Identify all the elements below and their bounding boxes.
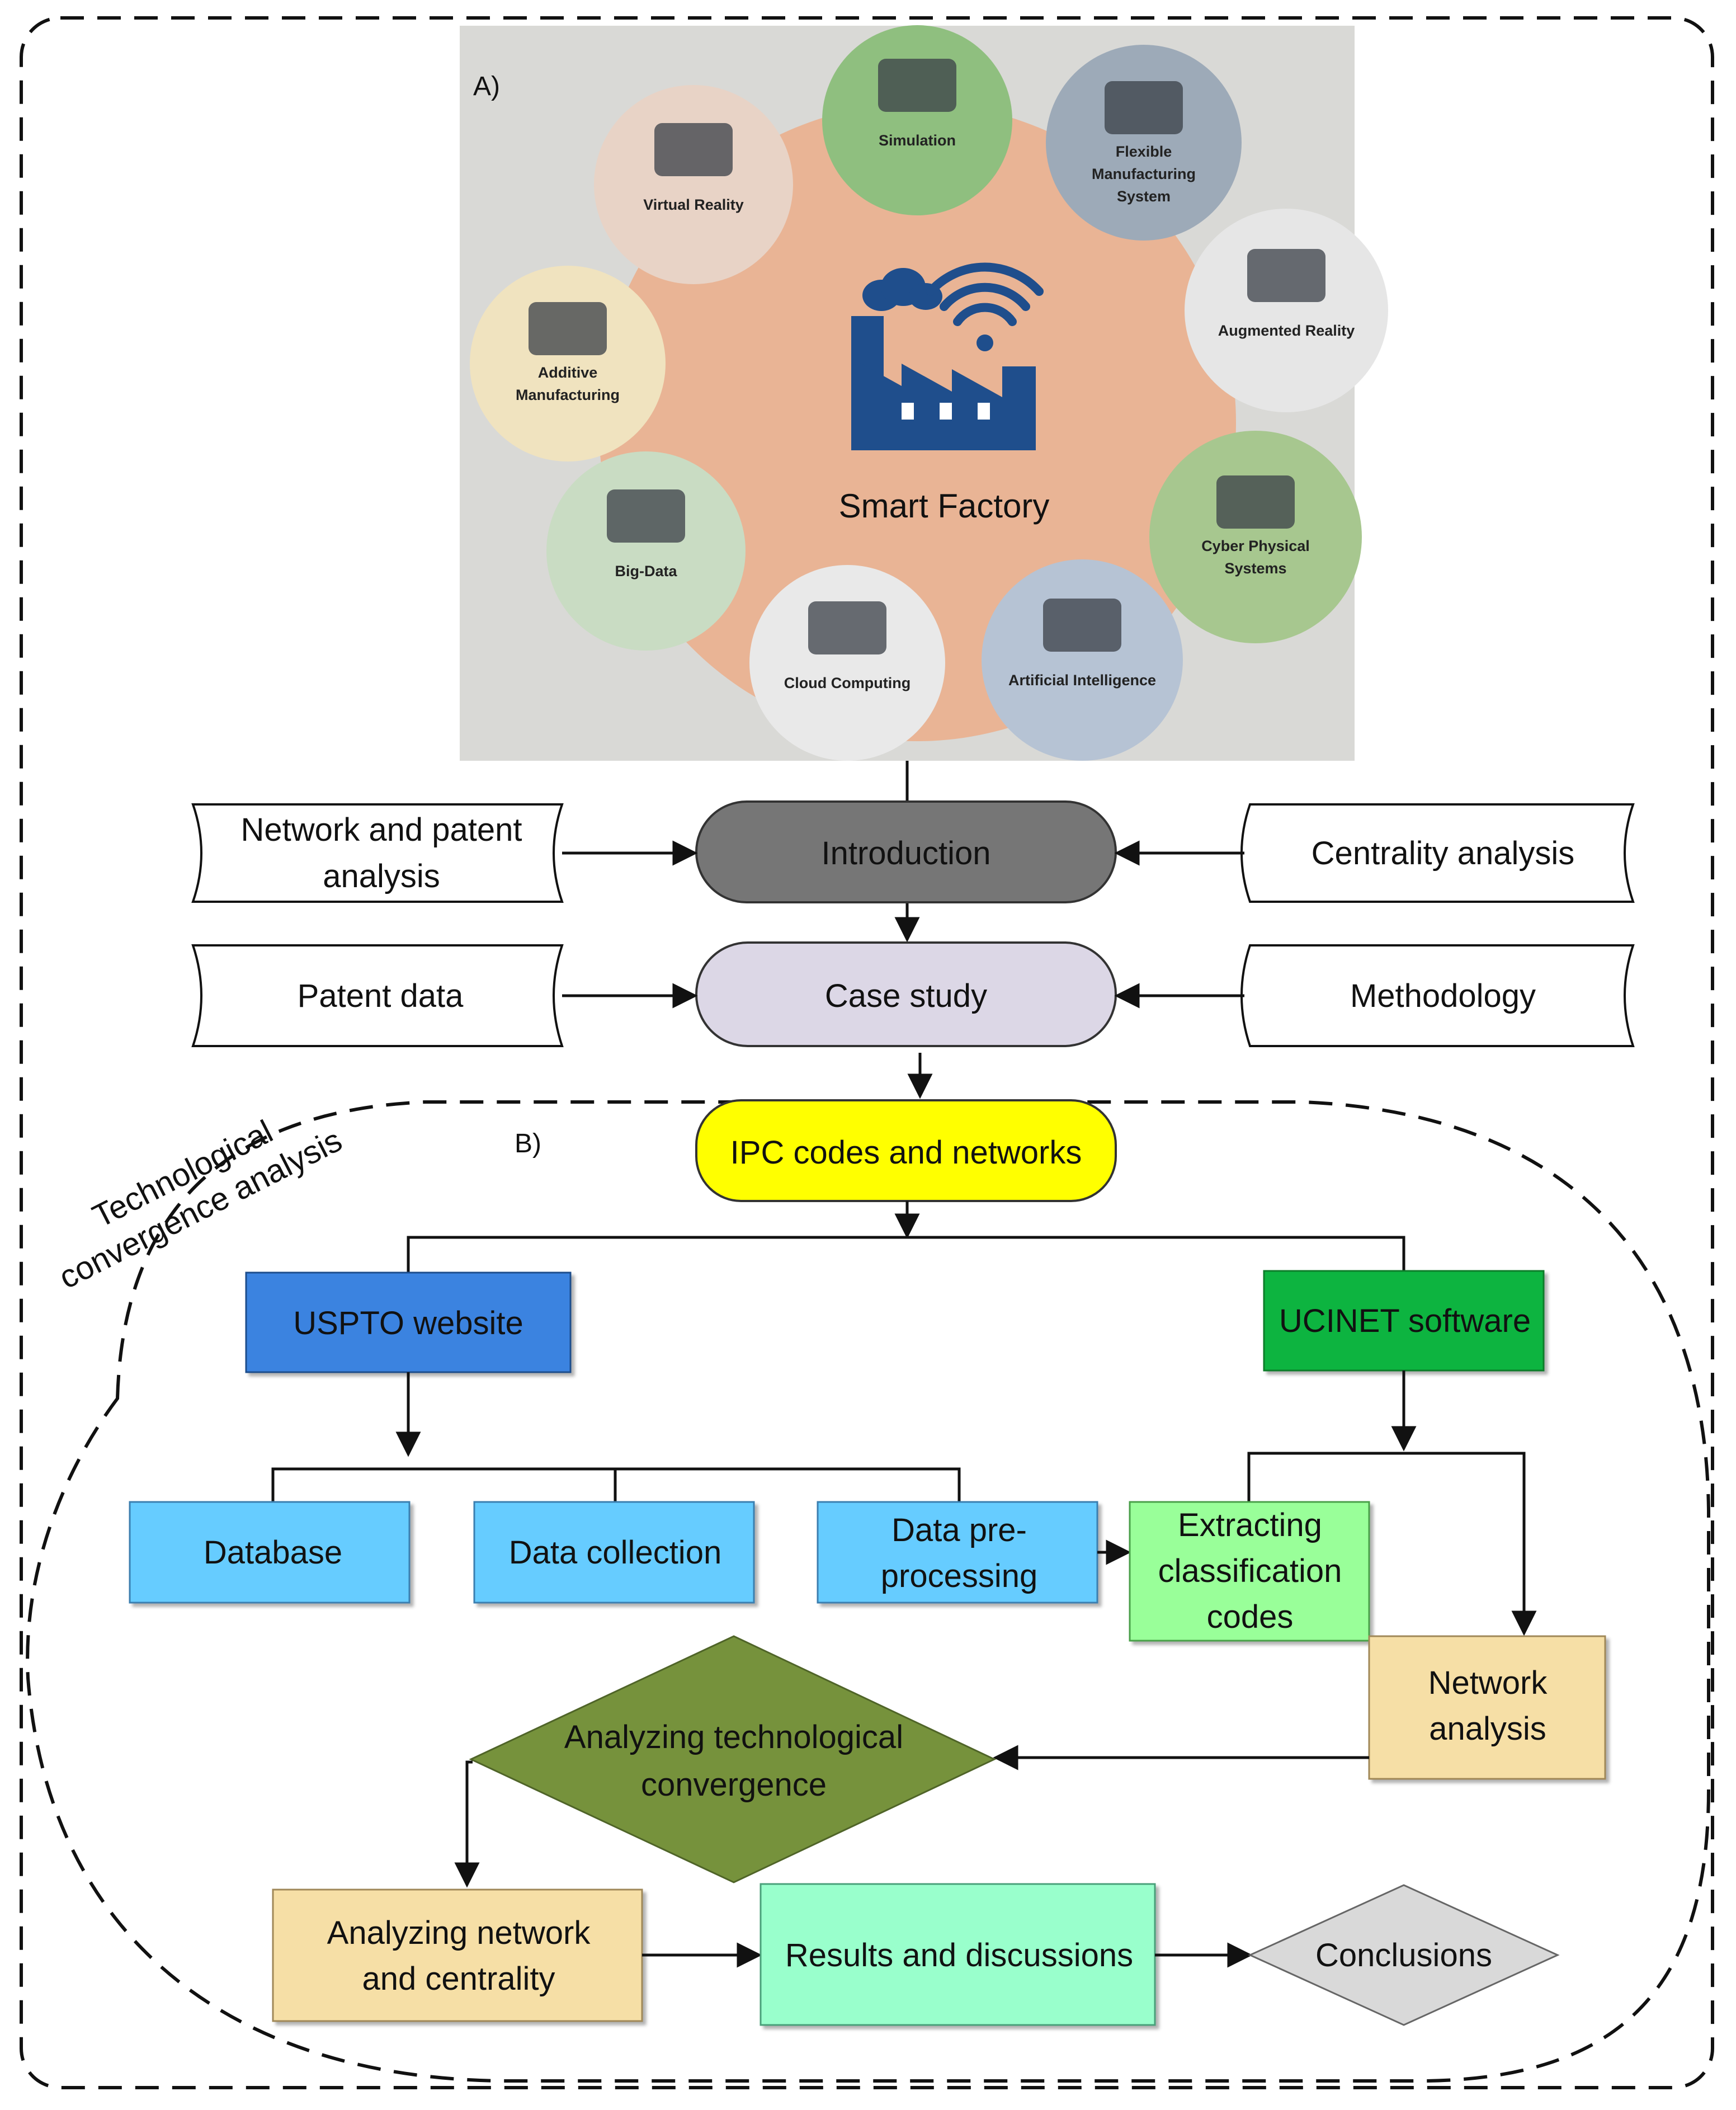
analyzing-convergence-line1: Analyzing technological — [564, 1719, 903, 1755]
network-patent-analysis-shape — [191, 803, 564, 903]
network-analysis-box — [1368, 1635, 1606, 1780]
tech-circle — [822, 25, 1012, 215]
tech-label: Manufacturing — [1092, 166, 1196, 182]
conclusions-label: Conclusions — [1315, 1937, 1492, 1974]
analyzing-convergence-diamond — [469, 1635, 997, 1883]
ipc-codes-label: IPC codes and networks — [730, 1134, 1082, 1171]
tech-circle — [982, 559, 1183, 761]
arrow-convergence-to-network-centrality — [454, 1760, 480, 1888]
tech-node-virtual-reality: Virtual Reality — [594, 85, 793, 284]
tech-node-cloud-computing: Cloud Computing — [749, 565, 945, 761]
tech-label: Cyber Physical — [1201, 538, 1310, 554]
patent-data-label: Patent data — [298, 978, 464, 1014]
extracting-codes-box — [1129, 1501, 1370, 1642]
database-label: Database — [204, 1534, 342, 1571]
patent-data-shape — [191, 944, 564, 1047]
tech-label: Artificial Intelligence — [1008, 672, 1156, 689]
tech-label: System — [1117, 188, 1171, 205]
wifi-dot — [976, 335, 993, 351]
tech-node-simulation: Simulation — [822, 25, 1012, 215]
case-study-label: Case study — [825, 978, 987, 1014]
data-collection-box — [473, 1501, 755, 1604]
outer-frame — [20, 16, 1714, 2089]
convergence-region-boundary — [26, 1100, 1710, 2083]
tech-label: Simulation — [879, 132, 956, 149]
analyzing-network-box — [272, 1888, 643, 2022]
tech-circle — [1046, 45, 1242, 241]
tech-label: Virtual Reality — [643, 196, 744, 213]
technology-circles: SimulationFlexibleManufacturingSystemAug… — [470, 25, 1388, 761]
extracting-line1: Extracting — [1178, 1507, 1322, 1543]
panel-a: A) Smart Factory SimulationFlexibleManuf… — [460, 25, 1388, 761]
smart-factory-title: Smart Factory — [839, 487, 1050, 525]
humanoid-robot-icon — [1043, 599, 1121, 652]
results-box — [760, 1883, 1156, 2026]
tech-circle — [470, 266, 666, 461]
panel-a-label: A) — [473, 72, 500, 101]
robot-arm-icon — [1216, 475, 1295, 529]
flow-top: Introduction Case study Network and pate… — [191, 761, 1635, 1099]
tech-circle — [546, 451, 746, 651]
network-patent-analysis-line1: Network and patent — [241, 812, 522, 848]
data-collection-label: Data collection — [509, 1534, 721, 1571]
results-label: Results and discussions — [785, 1937, 1133, 1974]
wifi-icon — [926, 262, 1044, 326]
tech-label: Additive — [538, 364, 598, 381]
tech-circle — [594, 85, 793, 284]
analyzing-convergence-line2: convergence — [641, 1767, 827, 1803]
ucinet-box — [1263, 1270, 1545, 1372]
database-box — [129, 1501, 411, 1604]
ucinet-label: UCINET software — [1279, 1303, 1531, 1339]
lathe-icon — [1105, 81, 1183, 134]
connector-ipc-split — [407, 1236, 1405, 1273]
extracting-line3: codes — [1207, 1599, 1294, 1635]
connector-ucinet-split — [1247, 1452, 1537, 1636]
tech-label: Cloud Computing — [784, 675, 911, 691]
tech-node-augmented-reality: Augmented Reality — [1185, 209, 1388, 412]
tech-circle — [749, 565, 945, 761]
uspto-label: USPTO website — [293, 1305, 523, 1341]
tech-label: Big-Data — [615, 563, 677, 580]
factory-icon — [851, 268, 1036, 450]
network-analysis-line1: Network — [1428, 1665, 1548, 1701]
tech-label: Systems — [1224, 560, 1286, 577]
uspto-box — [245, 1271, 572, 1373]
network-patent-analysis-line2: analysis — [323, 858, 440, 894]
tech-circle — [1185, 209, 1388, 412]
ar-headset-icon — [1247, 249, 1325, 302]
centrality-analysis-shape — [1240, 803, 1635, 903]
cloud-icon — [808, 601, 886, 654]
analyzing-network-line2: and centrality — [362, 1961, 555, 1997]
tech-label: Augmented Reality — [1218, 322, 1355, 339]
tech-circle — [1149, 431, 1362, 643]
data-preprocessing-box — [817, 1501, 1098, 1604]
tech-node-big-data: Big-Data — [546, 451, 746, 651]
data-preprocessing-line1: Data pre- — [891, 1512, 1027, 1548]
introduction-label: Introduction — [821, 835, 990, 872]
panel-b-label: B) — [515, 1129, 541, 1158]
tech-label: Manufacturing — [516, 387, 620, 403]
extracting-line2: classification — [1158, 1553, 1342, 1589]
data-preprocessing-line2: processing — [881, 1558, 1037, 1594]
centrality-analysis-label: Centrality analysis — [1312, 835, 1575, 872]
methodology-shape — [1240, 944, 1635, 1047]
monitor-icon — [878, 59, 956, 112]
database-icon — [607, 489, 685, 543]
tech-label: Flexible — [1116, 143, 1172, 160]
3d-printer-icon — [529, 302, 607, 355]
tech-node-artificial-intelligence: Artificial Intelligence — [982, 559, 1183, 761]
methodology-label: Methodology — [1350, 978, 1536, 1014]
network-analysis-line2: analysis — [1429, 1711, 1546, 1747]
conclusions-diamond — [1248, 1884, 1560, 2026]
panel-b: B) Technological convergence analysis IP… — [26, 1099, 1710, 2083]
analyzing-network-line1: Analyzing network — [327, 1915, 591, 1951]
vr-headset-icon — [654, 123, 733, 176]
